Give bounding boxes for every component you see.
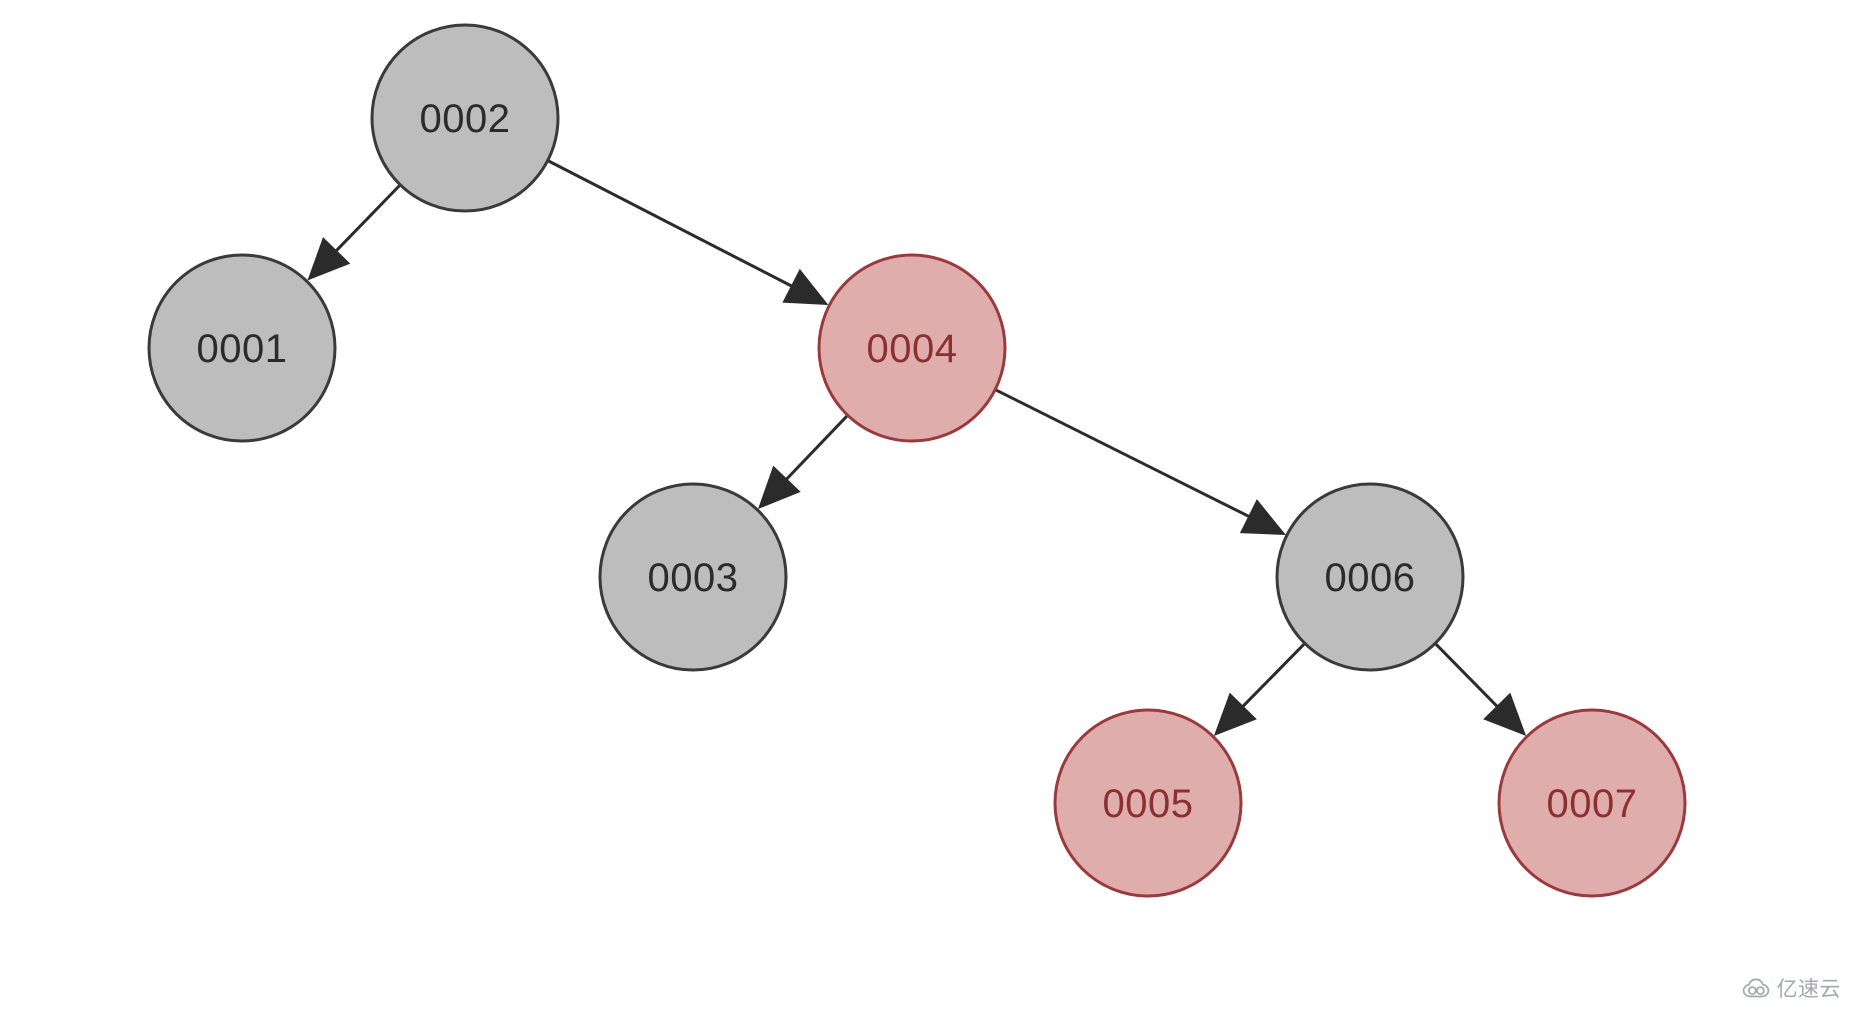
cloud-icon [1742, 978, 1769, 998]
node-circle[interactable] [1053, 708, 1243, 898]
node-label: 0001 [197, 327, 288, 371]
tree-edge [995, 388, 1286, 535]
node-label: 0005 [1103, 782, 1194, 826]
watermark: 亿速云 [1742, 978, 1842, 1000]
node-label: 0002 [420, 97, 511, 141]
node-circle[interactable] [147, 253, 337, 443]
tree-node-0002[interactable]: 0002 [370, 23, 560, 213]
tree-node-0005[interactable]: 0005 [1053, 708, 1243, 898]
node-circle[interactable] [370, 23, 560, 213]
node-label: 0003 [648, 556, 739, 600]
tree-node-0001[interactable]: 0001 [147, 253, 337, 443]
tree-edge [307, 184, 401, 281]
node-label: 0004 [867, 327, 958, 371]
tree-node-0003[interactable]: 0003 [598, 482, 788, 672]
tree-edge [757, 414, 849, 510]
node-circle[interactable] [1497, 708, 1687, 898]
node-label: 0006 [1325, 556, 1416, 600]
node-circle[interactable] [598, 482, 788, 672]
tree-node-0006[interactable]: 0006 [1275, 482, 1465, 672]
edge-layer [307, 159, 1527, 736]
node-circle[interactable] [1275, 482, 1465, 672]
tree-edge [1434, 643, 1527, 736]
node-circle[interactable] [817, 253, 1007, 443]
tree-node-0004[interactable]: 0004 [817, 253, 1007, 443]
tree-edge [1213, 643, 1306, 736]
node-label: 0007 [1547, 782, 1638, 826]
tree-edge [547, 159, 829, 305]
tree-node-0007[interactable]: 0007 [1497, 708, 1687, 898]
watermark-label: 亿速云 [1776, 976, 1841, 1001]
node-layer: 0002 0001 0004 0003 0006 0005 0007 [147, 23, 1687, 898]
